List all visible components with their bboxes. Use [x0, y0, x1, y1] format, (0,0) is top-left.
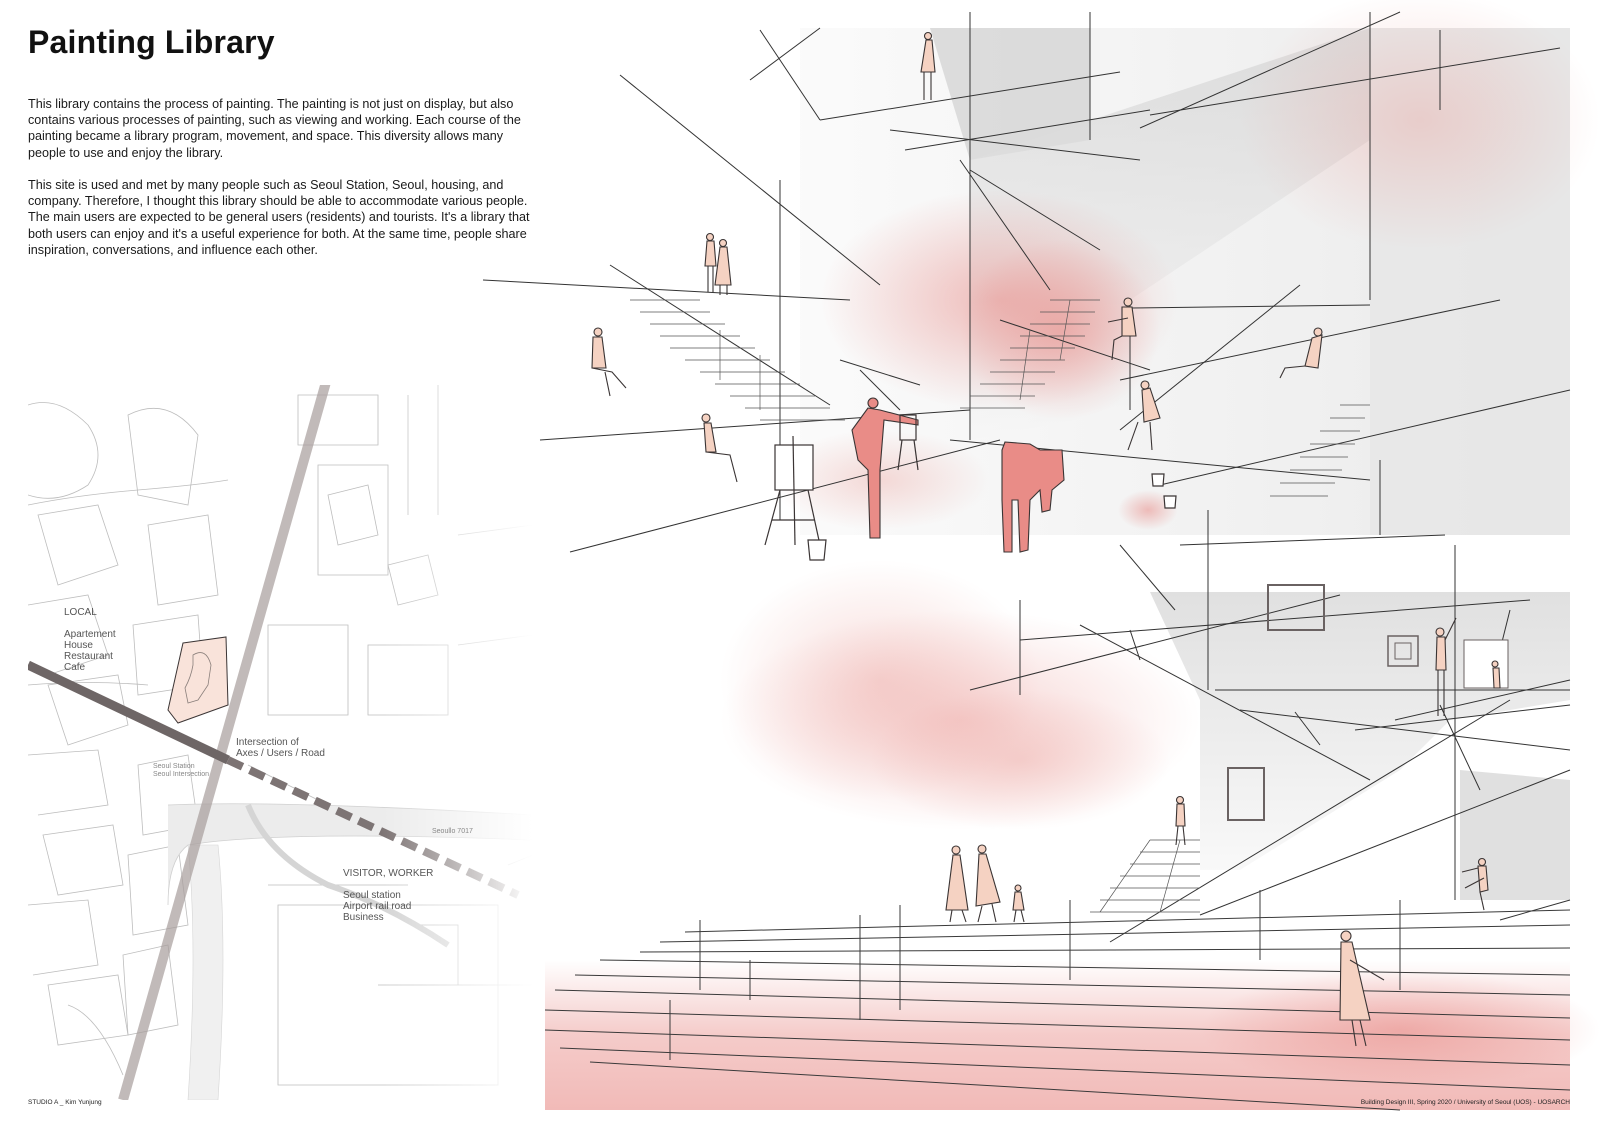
site-map: LOCAL Apartement House Restaurant Cafe I… — [28, 385, 533, 1100]
site-map-drawing — [28, 385, 533, 1100]
visitor-item-1: Seoul station — [343, 890, 401, 901]
figure-sitting-stool — [701, 413, 738, 483]
wall-paintings — [1227, 584, 1509, 821]
description-paragraph-2: This site is used and met by many people… — [28, 178, 530, 257]
bottom-scene — [544, 510, 1600, 1111]
visitor-item-2: Airport rail road — [343, 901, 412, 912]
intersection-label-line-2: Axes / Users / Road — [236, 748, 325, 759]
figure-couple — [704, 232, 732, 295]
local-item-2: House — [64, 640, 93, 651]
figure-sitting-right — [1279, 327, 1323, 379]
figure-group-walking — [945, 844, 1025, 923]
figure-stretching — [1461, 857, 1489, 911]
paint-bucket — [807, 473, 1177, 561]
road-label: Seoullo 7017 — [432, 828, 473, 835]
station-label-line-2: Seoul Intersection — [153, 771, 210, 778]
description-paragraph-1: This library contains the process of pai… — [28, 97, 521, 160]
local-heading: LOCAL — [64, 607, 97, 618]
intersection-label-line-1: Intersection of — [236, 737, 299, 748]
visitor-item-3: Business — [343, 912, 384, 923]
page-title: Painting Library — [28, 24, 275, 60]
figure-upper-right — [1435, 617, 1457, 716]
local-item-1: Apartement — [64, 629, 116, 640]
local-item-3: Restaurant — [64, 651, 113, 662]
figure-cloaked — [1339, 930, 1385, 1047]
footer-course: Building Design III, Spring 2020 / Unive… — [1360, 1099, 1570, 1106]
local-item-4: Cafe — [64, 662, 86, 673]
figure-sitting-left — [591, 327, 627, 397]
figure-sitting-chair — [1127, 380, 1161, 451]
figure-painter-sitting — [1107, 297, 1137, 361]
easel-left — [764, 435, 821, 546]
figure-on-stairs — [1175, 795, 1186, 846]
station-label-line-1: Seoul Station — [153, 763, 195, 770]
visitor-heading: VISITOR, WORKER — [343, 868, 434, 879]
easel-right — [897, 414, 919, 471]
painter-figure-kneeling — [1001, 441, 1065, 553]
footer-credit: STUDIO A _ Kim Yunjung — [28, 1099, 102, 1106]
figure-standing-top — [920, 31, 936, 100]
painter-figure-standing — [851, 397, 919, 539]
figure-window — [1491, 660, 1501, 689]
top-scene — [482, 0, 1600, 561]
